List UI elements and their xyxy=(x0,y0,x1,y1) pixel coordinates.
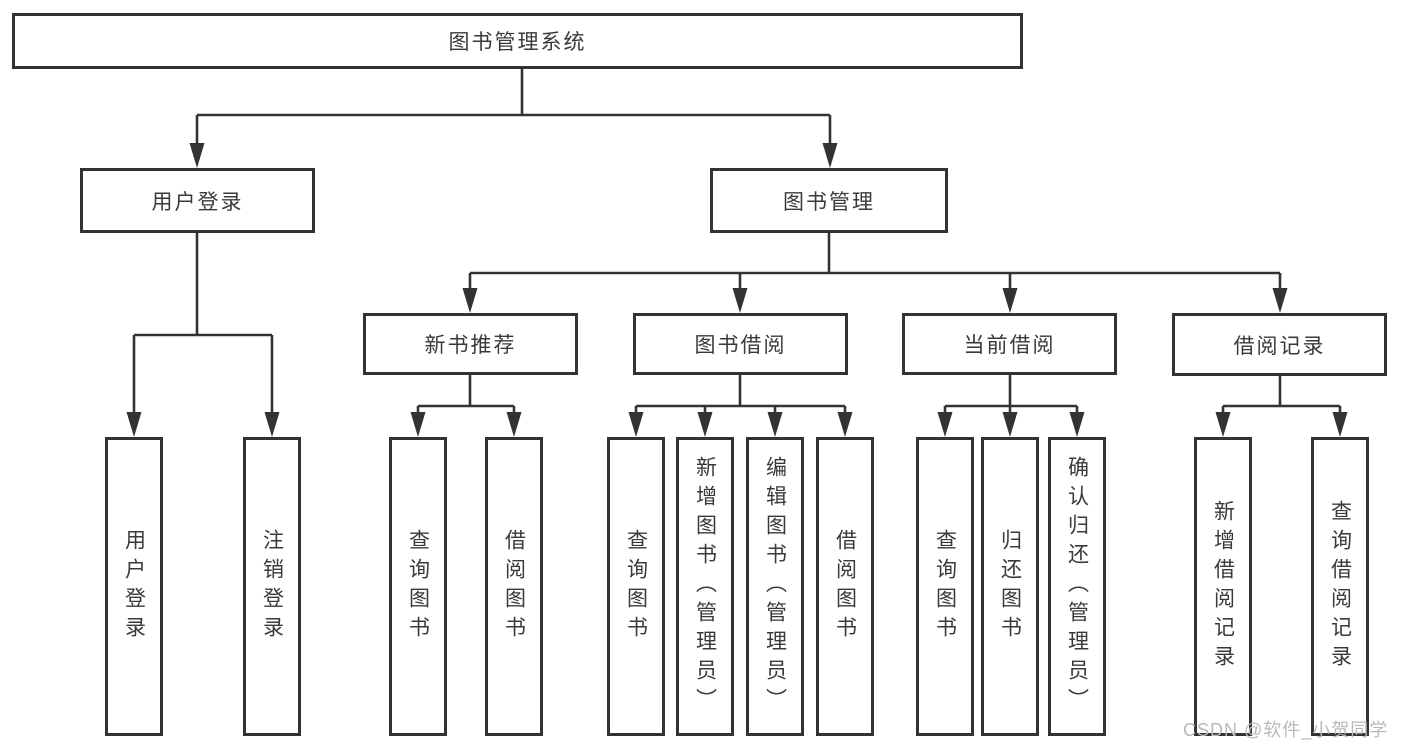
leaf-borrow-books: 借阅图书 xyxy=(485,437,543,736)
leaf-add-borrow-record: 新增借阅记录 xyxy=(1194,437,1252,736)
leaf-label: 查询图书 xyxy=(406,528,430,645)
leaf-confirm-return-admin: 确认归还（管理员） xyxy=(1048,437,1106,736)
leaf-label: 新增图书（管理员） xyxy=(693,456,717,717)
node-book-borrowing: 图书借阅 xyxy=(633,313,848,375)
leaf-add-books-admin: 新增图书（管理员） xyxy=(676,437,734,736)
node-label: 借阅记录 xyxy=(1233,334,1326,358)
node-borrowing-records: 借阅记录 xyxy=(1172,313,1387,376)
node-label: 用户登录 xyxy=(151,190,244,214)
node-book-management: 图书管理 xyxy=(710,168,948,233)
leaf-user-login: 用户登录 xyxy=(105,437,163,736)
leaf-label: 查询图书 xyxy=(624,528,648,645)
leaf-edit-books-admin: 编辑图书（管理员） xyxy=(746,437,804,736)
node-label: 图书管理系统 xyxy=(448,31,587,54)
leaf-query-books: 查询图书 xyxy=(916,437,974,736)
leaf-query-borrow-record: 查询借阅记录 xyxy=(1311,437,1369,736)
leaf-return-books: 归还图书 xyxy=(981,437,1039,736)
arrowheads xyxy=(126,143,1348,437)
node-label: 图书借阅 xyxy=(694,334,787,357)
leaf-query-books: 查询图书 xyxy=(389,437,447,736)
node-library-management-system: 图书管理系统 xyxy=(12,13,1023,69)
leaf-query-books: 查询图书 xyxy=(607,437,665,736)
leaf-label: 注销登录 xyxy=(260,528,284,645)
leaf-borrow-books: 借阅图书 xyxy=(816,437,874,736)
leaf-logout: 注销登录 xyxy=(243,437,301,736)
leaf-label: 借阅图书 xyxy=(502,528,526,645)
node-user-login: 用户登录 xyxy=(80,168,315,233)
node-label: 新书推荐 xyxy=(424,334,517,357)
leaf-label: 查询借阅记录 xyxy=(1328,499,1352,674)
leaf-label: 归还图书 xyxy=(998,528,1022,645)
csdn-watermark: CSDN @软件_小贺同学 xyxy=(1183,720,1389,740)
leaf-label: 借阅图书 xyxy=(833,528,857,645)
node-label: 图书管理 xyxy=(783,190,875,214)
leaf-label: 查询图书 xyxy=(933,528,957,645)
node-new-book-recommendation: 新书推荐 xyxy=(363,313,578,375)
leaf-label: 确认归还（管理员） xyxy=(1065,456,1089,717)
leaf-label: 用户登录 xyxy=(122,528,146,645)
leaf-label: 编辑图书（管理员） xyxy=(763,456,787,717)
node-label: 当前借阅 xyxy=(963,334,1056,357)
node-current-borrowing: 当前借阅 xyxy=(902,313,1117,375)
leaf-label: 新增借阅记录 xyxy=(1211,499,1235,674)
